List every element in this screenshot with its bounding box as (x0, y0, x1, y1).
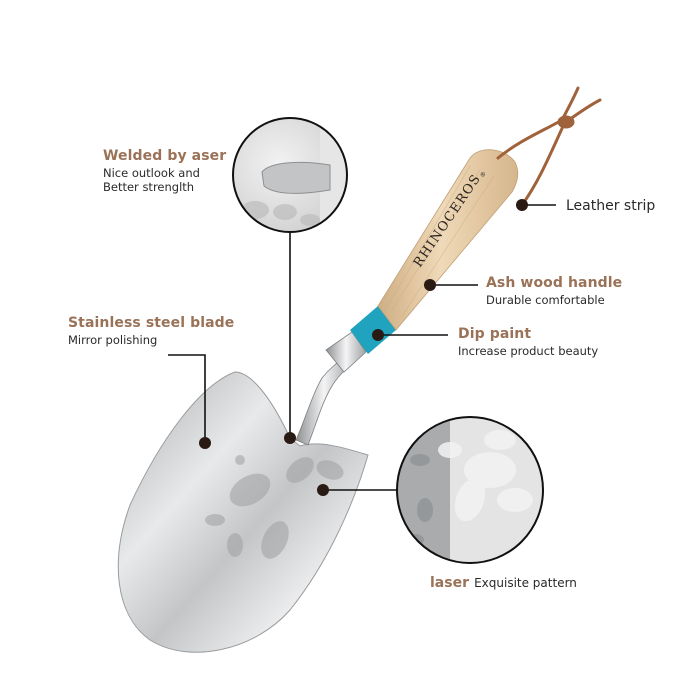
callout-title: Welded by aser (103, 148, 227, 164)
callout-dots (199, 199, 528, 496)
callout-line: Increase product beauty (458, 343, 599, 358)
callout-welded: Welded by aser Nice outlook and Better s… (103, 148, 226, 194)
callout-line: Better strenglth (103, 179, 195, 194)
callout-title: Dip paint (458, 326, 532, 342)
leader-lines (168, 204, 556, 491)
callout-handle: Ash wood handle Durable comfortable (486, 275, 622, 307)
ferrule (325, 331, 367, 373)
callout-title: Ash wood handle (486, 275, 623, 291)
leather-strip (496, 86, 602, 207)
callout-title: laser (430, 575, 469, 591)
callout-blade: Stainless steel blade Mirror polishing (68, 315, 234, 347)
callout-line: Mirror polishing (68, 332, 158, 347)
callout-line: Durable comfortable (486, 292, 605, 307)
callout-dip-paint: Dip paint Increase product beauty (458, 326, 598, 358)
weld-detail-circle (232, 117, 348, 233)
callout-title: Leather strip (566, 198, 656, 214)
laser-pattern-detail-circle (396, 416, 544, 564)
callout-line: Exquisite pattern (474, 576, 577, 590)
stainless-steel-blade (117, 371, 369, 653)
laser-floral-pattern (205, 455, 344, 559)
callout-leather: Leather strip (566, 195, 655, 216)
dip-paint-band (350, 306, 396, 354)
svg-text:®: ® (479, 170, 488, 179)
callout-title: Stainless steel blade (68, 315, 235, 331)
callout-line: Nice outlook and (103, 165, 200, 180)
callout-laser: laser Exquisite pattern (430, 572, 577, 593)
